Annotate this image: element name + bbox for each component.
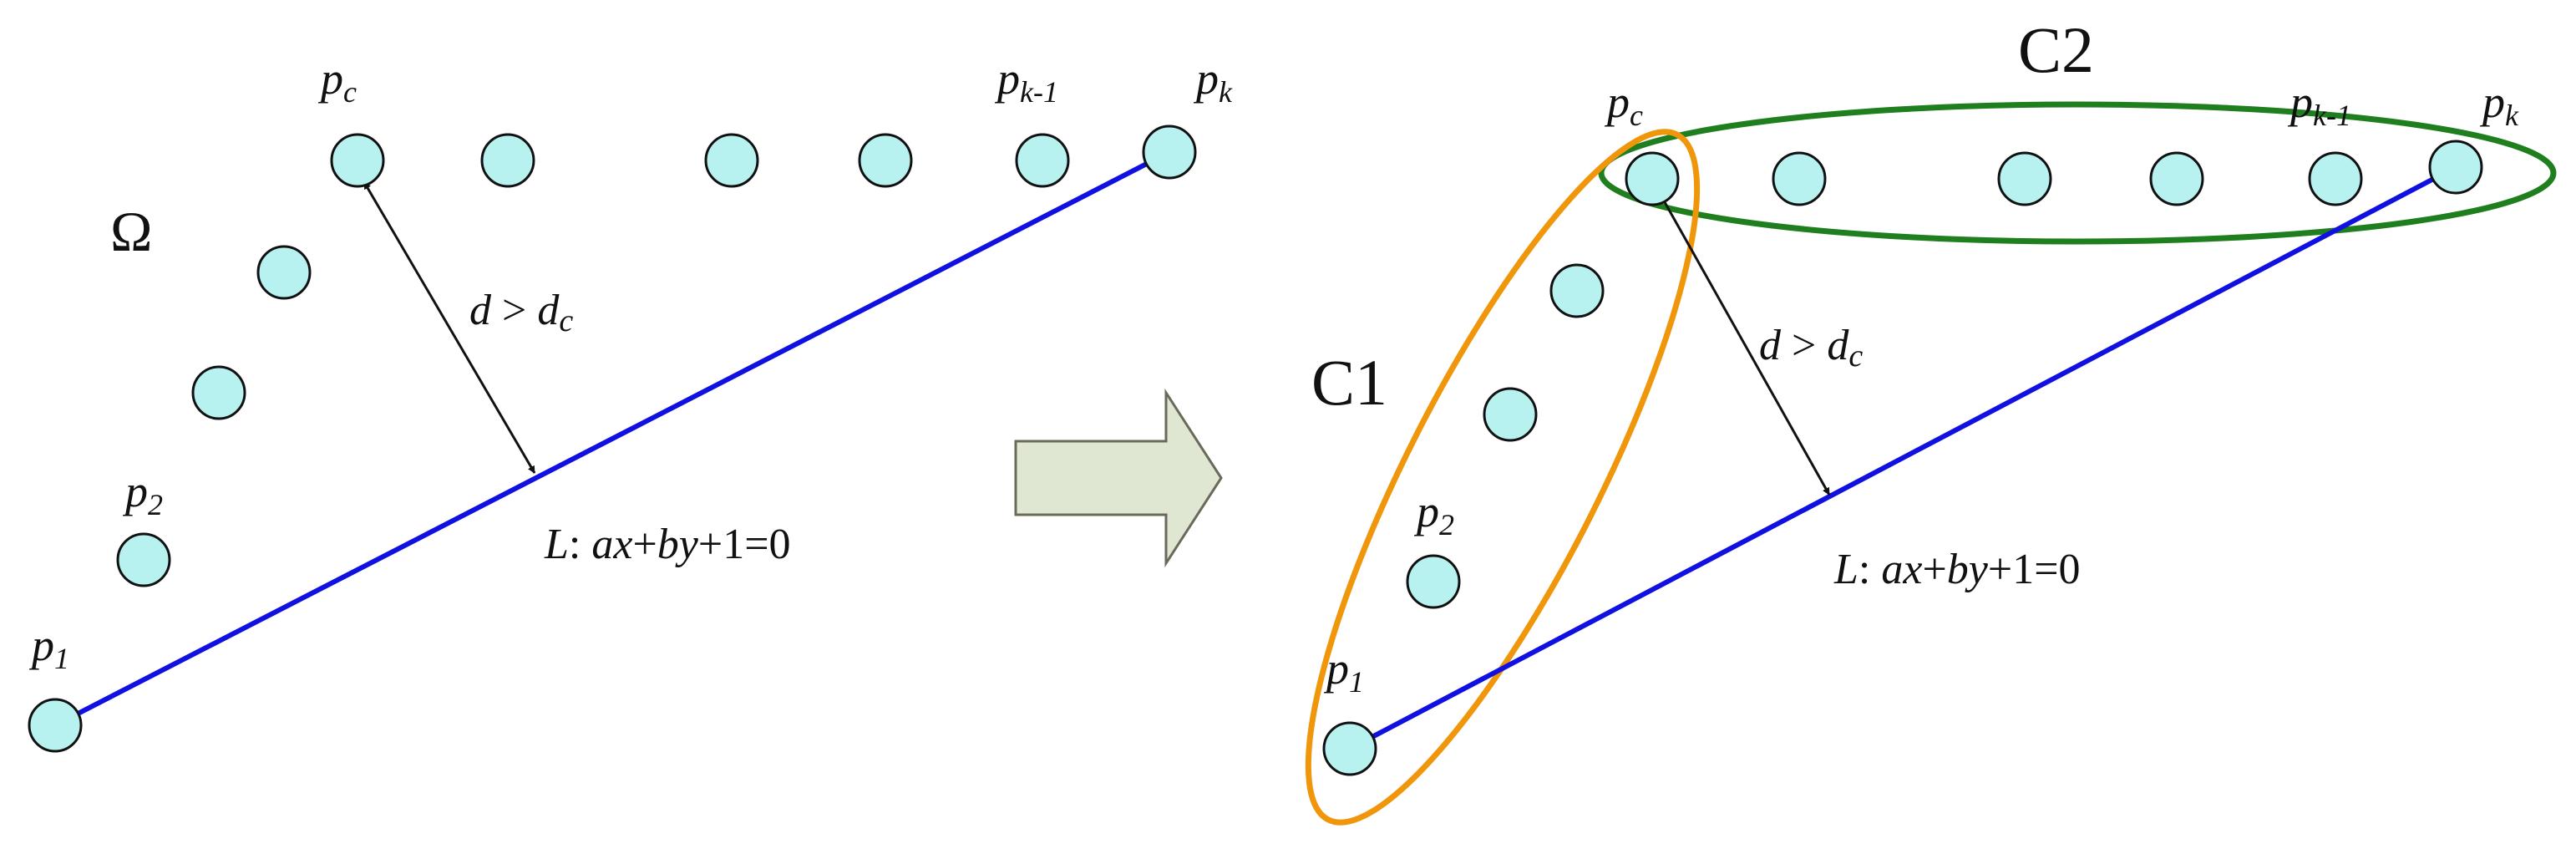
right-label-pk: pk xyxy=(2479,77,2519,132)
right-point-pk xyxy=(2428,140,2483,195)
left-label-p1: p1 xyxy=(28,620,69,675)
right-point xyxy=(1483,387,1538,442)
right-line-equation: L: ax+by+1=0 xyxy=(1833,546,2081,593)
left-line-equation: L: ax+by+1=0 xyxy=(544,521,791,568)
right-label-p2: p2 xyxy=(1413,486,1454,541)
left-point xyxy=(256,245,312,300)
right-point-pk1 xyxy=(2308,151,2363,206)
right-point-pc xyxy=(1625,151,1680,206)
right-point xyxy=(2149,151,2204,206)
omega-label: Ω xyxy=(110,200,153,263)
left-label-pk1: pk-1 xyxy=(994,53,1058,109)
right-points xyxy=(1322,140,2483,776)
right-point xyxy=(1549,263,1605,318)
left-point-pc xyxy=(330,133,385,188)
cluster-c1-label: C1 xyxy=(1311,346,1387,419)
left-baseline-L xyxy=(53,150,1171,728)
right-point xyxy=(1772,151,1827,206)
left-points xyxy=(28,125,1197,753)
left-point xyxy=(480,133,535,188)
cluster-c2-label: C2 xyxy=(2018,13,2094,86)
right-distance-arrow xyxy=(1656,188,1831,496)
left-label-pc: pc xyxy=(317,53,357,109)
left-distance-arrow xyxy=(363,181,536,474)
left-point xyxy=(858,133,913,188)
right-panel: C2 C1 d > dc L: ax+by+1=0 p1 p2 pc pk-1 … xyxy=(1305,13,2557,826)
right-point-p1 xyxy=(1322,721,1377,776)
right-label-p1: p1 xyxy=(1323,643,1364,699)
right-label-pc: pc xyxy=(1604,77,1643,132)
left-label-p2: p2 xyxy=(122,466,163,521)
left-point-p2 xyxy=(116,532,171,587)
right-point-p2 xyxy=(1406,554,1461,609)
right-point xyxy=(1997,151,2052,206)
left-distance-label: d > dc xyxy=(469,287,573,338)
transition-arrow xyxy=(1014,388,1223,568)
left-panel: Ω d > dc L: ax+by+1=0 p1 p2 pc pk-1 pk xyxy=(28,53,1233,753)
cluster-c1-ellipse xyxy=(1305,129,1701,826)
cluster-c2-ellipse xyxy=(1598,101,2557,245)
left-point xyxy=(704,133,759,188)
right-baseline-L xyxy=(1348,165,2457,751)
left-point-p1 xyxy=(28,698,83,753)
left-point-pk1 xyxy=(1015,133,1070,188)
left-point-pk xyxy=(1142,125,1197,180)
left-point xyxy=(191,365,246,420)
right-label-pk1: pk-1 xyxy=(2287,77,2351,132)
left-label-pk: pk xyxy=(1193,53,1233,109)
right-distance-label: d > dc xyxy=(1759,322,1863,374)
